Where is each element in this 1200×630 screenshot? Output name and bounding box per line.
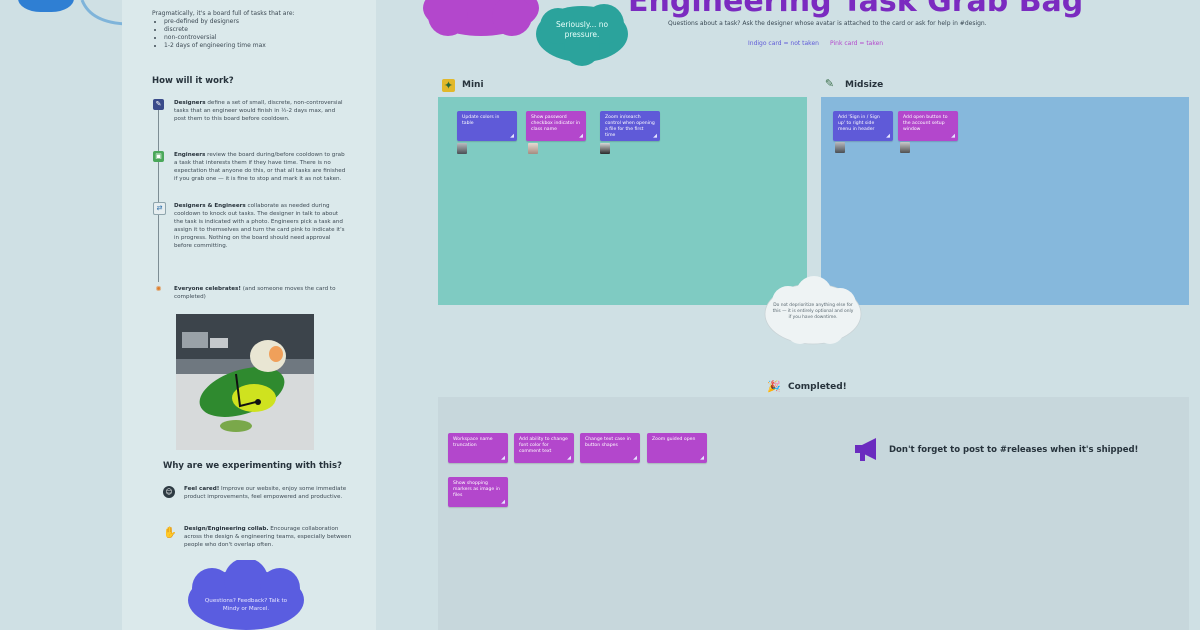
why-body: Encourage collaboration across the desig… [184,526,352,548]
step-design-icon: ✎ [153,99,164,110]
feedback-cloud-text: Questions? Feedback? Talk to Mindy or Ma… [204,598,288,612]
feedback-cloud[interactable] [182,560,310,630]
card-text: Add 'Sign in / Sign up' to right side me… [838,115,880,132]
card-text: Change text case in button shapes [585,437,631,448]
step-designers: Designers define a set of small, discret… [174,99,346,123]
card-text: Show shopping markers as image in files [453,481,500,498]
completed-card[interactable]: Add ability to change font color for com… [514,433,574,463]
mini-card[interactable]: Update colors in table ◢ [457,111,517,141]
purple-cloud [423,0,539,36]
release-reminder: Don't forget to post to #releases when i… [889,445,1139,455]
party-popper-icon: 🎉 [767,380,781,393]
why-collab: Design/Engineering collab. Encourage col… [184,525,354,549]
intro-bullet: non-controversial [164,34,352,42]
completed-board[interactable] [438,397,1189,630]
why-body: Improve our website, enjoy some immediat… [184,486,347,500]
legend-indigo[interactable]: Indigo card = not taken [748,40,819,47]
card-corner-icon: ◢ [510,133,514,139]
step-bold: Designers [174,100,206,106]
feel-cared-icon: ☺ [163,486,175,498]
avatar [457,143,467,154]
completed-title: Completed! [788,382,847,392]
card-corner-icon: ◢ [951,133,955,139]
card-corner-icon: ◢ [567,455,571,461]
midsize-title: Midsize [845,80,884,90]
celebrate-icon: ✺ [155,285,162,293]
seriously-cloud-text: Seriously... no pressure. [555,20,609,39]
completed-card[interactable]: Workspace name truncation ◢ [448,433,508,463]
completed-card[interactable]: Zoom guided open ◢ [647,433,707,463]
intro-text: Pragmatically, it's a board full of task… [152,10,352,50]
card-text: Zoom guided open [652,437,696,442]
note-cloud-text: Do not deprioritize anything else for th… [772,303,854,320]
card-text: Show password checkbox indicator in clas… [531,115,581,132]
midsize-card[interactable]: Add open button to the account setup win… [898,111,958,141]
why-feel-cared: Feel cared! Improve our website, enjoy s… [184,485,354,501]
card-corner-icon: ◢ [501,455,505,461]
card-corner-icon: ◢ [700,455,704,461]
step-bold: Everyone celebrates! [174,286,241,292]
timeline-line [158,110,159,282]
how-heading: How will it work? [152,76,234,86]
why-bold: Design/Engineering collab. [184,526,269,532]
card-text: Zoom in/search control when opening a fi… [605,115,655,138]
completed-card[interactable]: Change text case in button shapes ◢ [580,433,640,463]
mini-card[interactable]: Zoom in/search control when opening a fi… [600,111,660,141]
step-collab: Designers & Engineers collaborate as nee… [174,202,346,250]
why-bold: Feel cared! [184,486,220,492]
handshake-icon: ✋ [163,526,177,539]
card-corner-icon: ◢ [633,455,637,461]
note-cloud [764,276,862,345]
card-corner-icon: ◢ [653,133,657,139]
card-text: Update colors in table [462,115,500,126]
midsize-card[interactable]: Add 'Sign in / Sign up' to right side me… [833,111,893,141]
parrot-image [176,314,314,450]
page-title: Engineering Task Grab Bag [628,0,1084,19]
step-engineer-icon: ▣ [153,151,164,162]
lightbulb-icon: ✦ [442,79,455,92]
step-bold: Engineers [174,152,206,158]
intro-bullets: pre-defined by designers discrete non-co… [152,18,352,50]
legend-pink[interactable]: Pink card = taken [830,40,884,47]
intro-bullet: pre-defined by designers [164,18,352,26]
step-body: review the board during/before cooldown … [174,152,346,182]
card-text: Add open button to the account setup win… [903,115,948,132]
card-corner-icon: ◢ [579,133,583,139]
card-text: Add ability to change font color for com… [519,437,568,454]
intro-lead: Pragmatically, it's a board full of task… [152,10,295,17]
avatar [900,142,910,153]
step-body: define a set of small, discrete, non-con… [174,100,343,122]
avatar [528,143,538,154]
badge-blob [18,0,74,12]
intro-bullet: 1-2 days of engineering time max [164,42,352,50]
teal-cloud [536,4,628,66]
step-engineers: Engineers review the board during/before… [174,151,346,183]
card-corner-icon: ◢ [501,499,505,505]
step-body: (and someone moves the card to completed… [174,286,336,300]
mini-card[interactable]: Show password checkbox indicator in clas… [526,111,586,141]
step-body: collaborate as needed during cooldown to… [174,203,345,249]
step-collab-icon: ⇄ [153,202,166,215]
page-subtitle: Questions about a task? Ask the designer… [668,20,987,27]
step-celebrate: Everyone celebrates! (and someone moves … [174,285,346,301]
card-corner-icon: ◢ [886,133,890,139]
mini-title: Mini [462,80,484,90]
card-text: Workspace name truncation [453,437,493,448]
why-heading: Why are we experimenting with this? [163,461,342,471]
avatar [600,143,610,154]
pencil-icon: ✎ [824,77,835,90]
completed-card[interactable]: Show shopping markers as image in files … [448,477,508,507]
megaphone-icon [855,438,876,461]
intro-bullet: discrete [164,26,352,34]
avatar [835,142,845,153]
step-bold: Designers & Engineers [174,203,246,209]
